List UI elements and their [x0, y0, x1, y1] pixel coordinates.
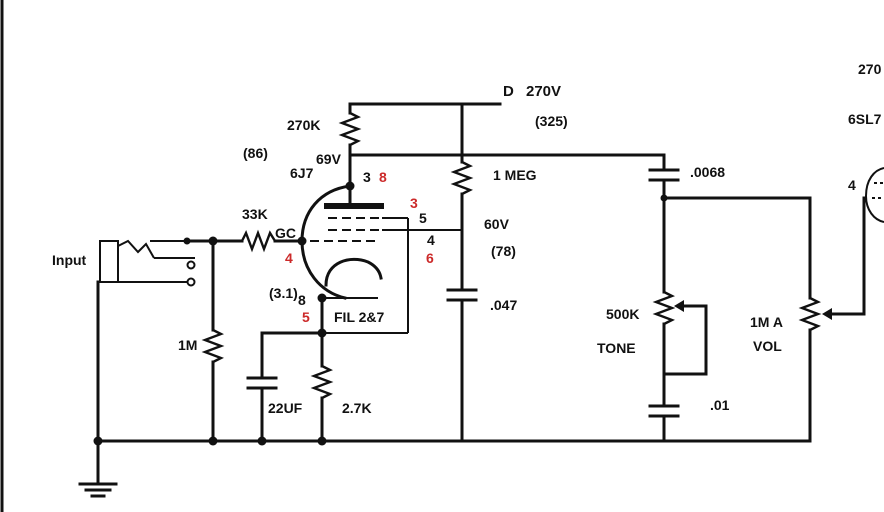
suppressor-pin-alt-label: 6: [426, 250, 434, 266]
cathode-resistor-label: 2.7K: [342, 400, 372, 416]
junction-dot: [208, 436, 218, 446]
volume-pot-label: 1M A: [750, 314, 783, 330]
suppressor-pin-label: 4: [427, 232, 435, 248]
cathode-pin-label: 8: [298, 292, 306, 308]
tone-cap-label: .01: [710, 397, 730, 413]
bypass-cap-label: 22UF: [268, 400, 303, 416]
next-pin-label: 4: [848, 177, 856, 193]
volume-label: VOL: [753, 338, 782, 354]
plate-voltage-label: 69V: [316, 151, 342, 167]
junction-dot: [257, 436, 267, 446]
plate-pin-alt-label: 8: [379, 169, 387, 185]
junction-dot: [345, 181, 355, 191]
supply-node-label: D: [503, 83, 514, 100]
grid-leak-resistor: [201, 328, 225, 364]
input-label: Input: [52, 252, 87, 268]
junction-dot: [297, 236, 307, 246]
screen-resistor: [450, 160, 474, 196]
junction-dot: [660, 194, 668, 202]
next-tube-envelope: [864, 167, 884, 223]
volume-wiper-arrow: [822, 308, 832, 320]
screen-voltage-alt-label: (78): [491, 243, 516, 259]
junction-dot: [208, 236, 218, 246]
screen-pin-label: 5: [419, 210, 427, 226]
cathode-resistor: [310, 364, 334, 400]
tone-pot: [652, 290, 676, 326]
supply-voltage-alt-label: (325): [535, 113, 568, 129]
next-tube-label: 6SL7: [848, 111, 882, 127]
volume-pot: [798, 296, 822, 332]
next-stage-voltage-label: 270: [858, 61, 882, 77]
ground-symbol: [78, 482, 118, 498]
unlabeled-voltage-label: (86): [243, 145, 268, 161]
cathode-voltage-label: (3.1): [269, 285, 298, 301]
grid-resistor-label: 33K: [242, 206, 268, 222]
tube-heater: [324, 257, 383, 287]
plate-resistor: [338, 111, 362, 147]
tube-type-label: 6J7: [290, 165, 314, 181]
tone-wiper-arrow: [674, 300, 684, 312]
supply-voltage-label: 270V: [526, 83, 561, 100]
screen-resistor-label: 1 MEG: [493, 167, 537, 183]
filament-label: FIL 2&7: [334, 309, 385, 325]
grid-pin-alt-label: 4: [285, 250, 293, 266]
junction-dot: [93, 436, 103, 446]
input-jack: [99, 237, 196, 287]
junction-dot: [317, 293, 327, 303]
grid-label: GC: [275, 225, 296, 241]
plate-resistor-label: 270K: [287, 117, 320, 133]
plate-pin-label: 3: [363, 169, 371, 185]
tone-label: TONE: [597, 340, 636, 356]
screen-cap-label: .047: [490, 297, 517, 313]
screen-pin-alt-label: 3: [410, 195, 418, 211]
tone-pot-label: 500K: [606, 306, 639, 322]
junction-dot: [317, 328, 327, 338]
cathode-pin-alt-label: 5: [302, 309, 310, 325]
junction-dot: [317, 436, 327, 446]
grid-leak-label: 1M: [178, 337, 197, 353]
grid-stopper-resistor: [240, 229, 277, 253]
screen-voltage-label: 60V: [484, 216, 510, 232]
coupling-cap-label: .0068: [690, 164, 725, 180]
